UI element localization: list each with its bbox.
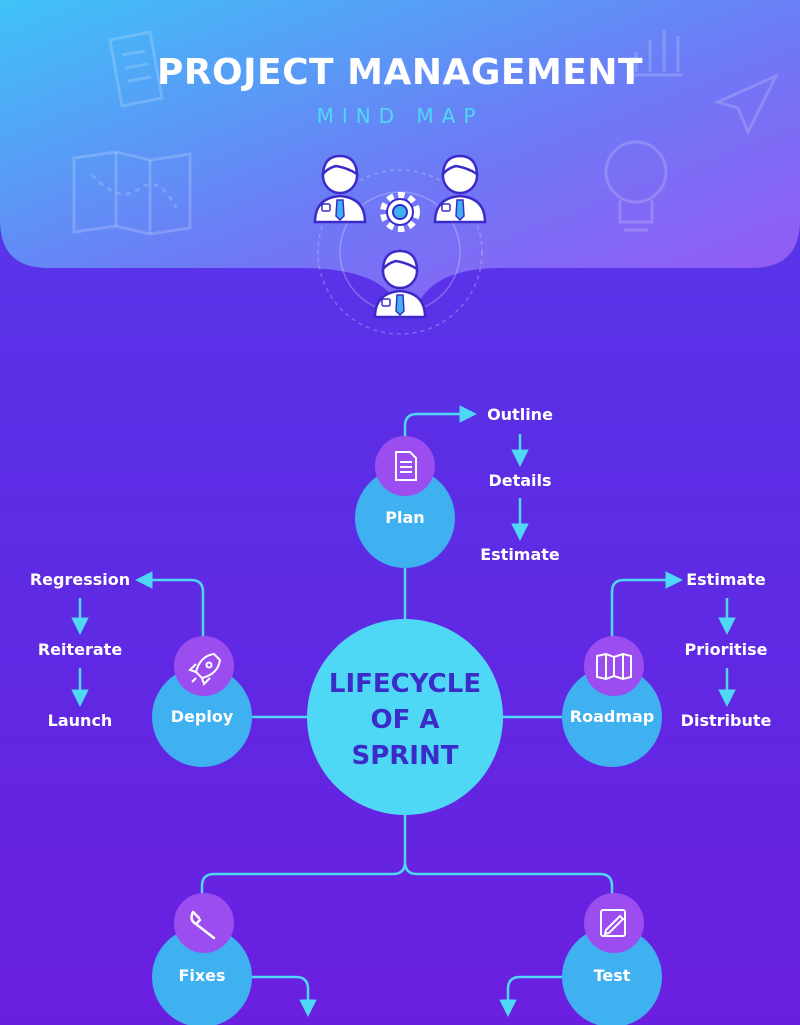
step-label: Outline: [487, 405, 553, 424]
arrow-plan-outline: [403, 405, 477, 440]
step-label: Estimate: [480, 545, 560, 564]
lightbulb-icon: [604, 140, 668, 232]
map-icon: [596, 652, 632, 681]
center-title-line: OF A: [370, 705, 440, 735]
header-banner: [0, 0, 800, 335]
node-fixes: [152, 893, 252, 1025]
arrow-deploy-regression: [135, 571, 205, 640]
node-test: [562, 893, 662, 1025]
page-title: PROJECT MANAGEMENT: [156, 52, 644, 93]
node-label-deploy: Deploy: [170, 707, 234, 726]
rocket-icon: [188, 652, 222, 686]
node-label-test: Test: [593, 966, 631, 985]
bar-chart-icon: [628, 30, 682, 77]
arrow-test-next: [499, 975, 565, 1017]
team-illustration: [313, 154, 487, 319]
gear-icon: [380, 192, 420, 232]
edit-icon: [600, 909, 626, 937]
step-label: Reiterate: [37, 640, 123, 659]
clipboard-icon: [108, 30, 164, 108]
center-node: [307, 619, 503, 815]
arrow-fixes-next: [250, 975, 317, 1017]
node-label-fixes: Fixes: [178, 966, 226, 985]
document-icon: [395, 451, 417, 481]
step-label: Distribute: [680, 711, 772, 730]
step-label: Prioritise: [684, 640, 768, 659]
wrench-icon: [190, 910, 216, 940]
connector-bottom-branch: [200, 815, 614, 900]
node-roadmap: [562, 636, 662, 767]
step-label: Estimate: [686, 570, 766, 589]
step-label: Launch: [47, 711, 113, 730]
node-label-plan: Plan: [385, 508, 425, 527]
center-title: LIFECYCLE OF A SPRINT: [305, 666, 505, 774]
page-subtitle: MIND MAP: [316, 104, 484, 128]
folded-map-icon: [72, 150, 192, 236]
step-label: Details: [488, 471, 552, 490]
step-label: Regression: [29, 570, 131, 589]
paper-plane-icon: [713, 72, 780, 136]
node-plan: [355, 436, 455, 568]
node-label-roadmap: Roadmap: [569, 707, 655, 726]
arrow-roadmap-estimate: [610, 571, 683, 640]
node-deploy: [152, 636, 252, 767]
center-title-line: SPRINT: [351, 741, 459, 771]
center-title-line: LIFECYCLE: [328, 669, 482, 699]
